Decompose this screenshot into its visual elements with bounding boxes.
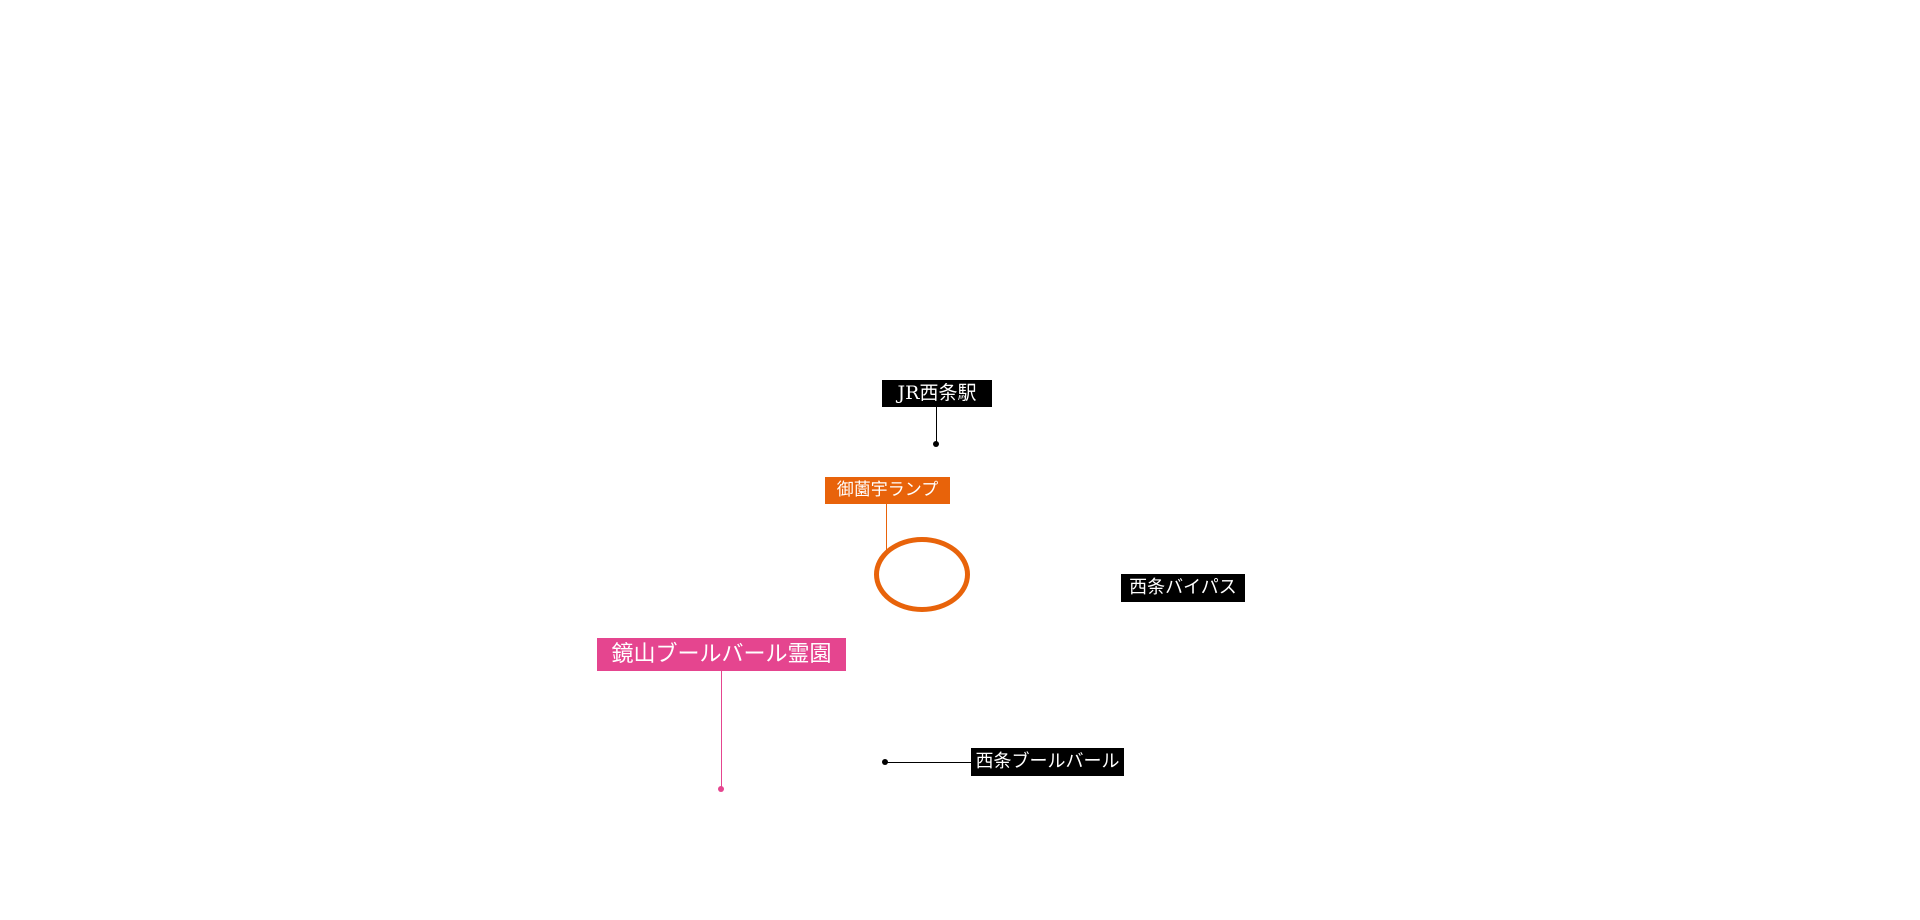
saijo-boulevard-leader xyxy=(885,762,971,763)
saijo-boulevard-label: 西条ブールバール xyxy=(971,748,1124,776)
jr-saijo-station-marker xyxy=(933,441,939,447)
saijo-bypass-label: 西条バイパス xyxy=(1121,574,1245,602)
misonou-ramp-label: 御薗宇ランプ xyxy=(825,477,950,504)
misonou-ramp-ring xyxy=(874,537,970,612)
kagamiyama-boulevard-cemetery-leader xyxy=(721,671,722,789)
misonou-ramp-leader xyxy=(886,504,887,550)
kagamiyama-boulevard-cemetery-label: 鏡山ブールバール霊園 xyxy=(597,638,846,671)
jr-saijo-station-leader xyxy=(936,407,937,444)
kagamiyama-boulevard-cemetery-marker xyxy=(718,786,724,792)
jr-saijo-station-label: JR西条駅 xyxy=(882,380,992,407)
